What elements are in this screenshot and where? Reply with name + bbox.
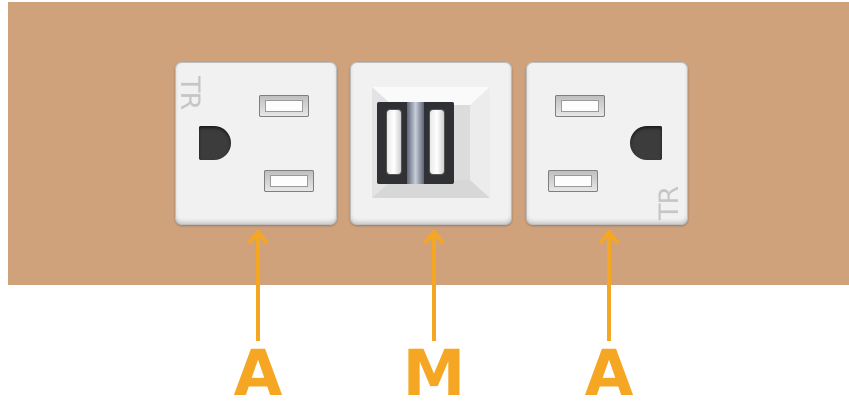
ground-hole [630,126,662,160]
outlet-label-left: A [233,337,283,410]
receptacle-left: TR [174,62,337,225]
usb-contact-right [430,110,444,174]
outlet-label-middle: M [402,337,466,410]
tamper-resistant-mark: TR [654,186,685,220]
arrow-up-icon [424,230,444,341]
usb-contact-left [387,110,401,174]
hot-slot [555,95,605,117]
hot-slot [259,95,309,117]
outlet-label-right: A [584,337,634,410]
usb-divider [407,102,424,184]
receptacle-right: TR [526,62,688,225]
usb-port [377,102,454,184]
arrow-up-icon [599,230,619,341]
arrow-up-icon [248,230,268,341]
neutral-slot [548,170,598,192]
tamper-resistant-mark: TR [174,76,205,110]
ground-hole [199,126,231,160]
neutral-slot [264,170,314,192]
usb-module [350,62,512,225]
